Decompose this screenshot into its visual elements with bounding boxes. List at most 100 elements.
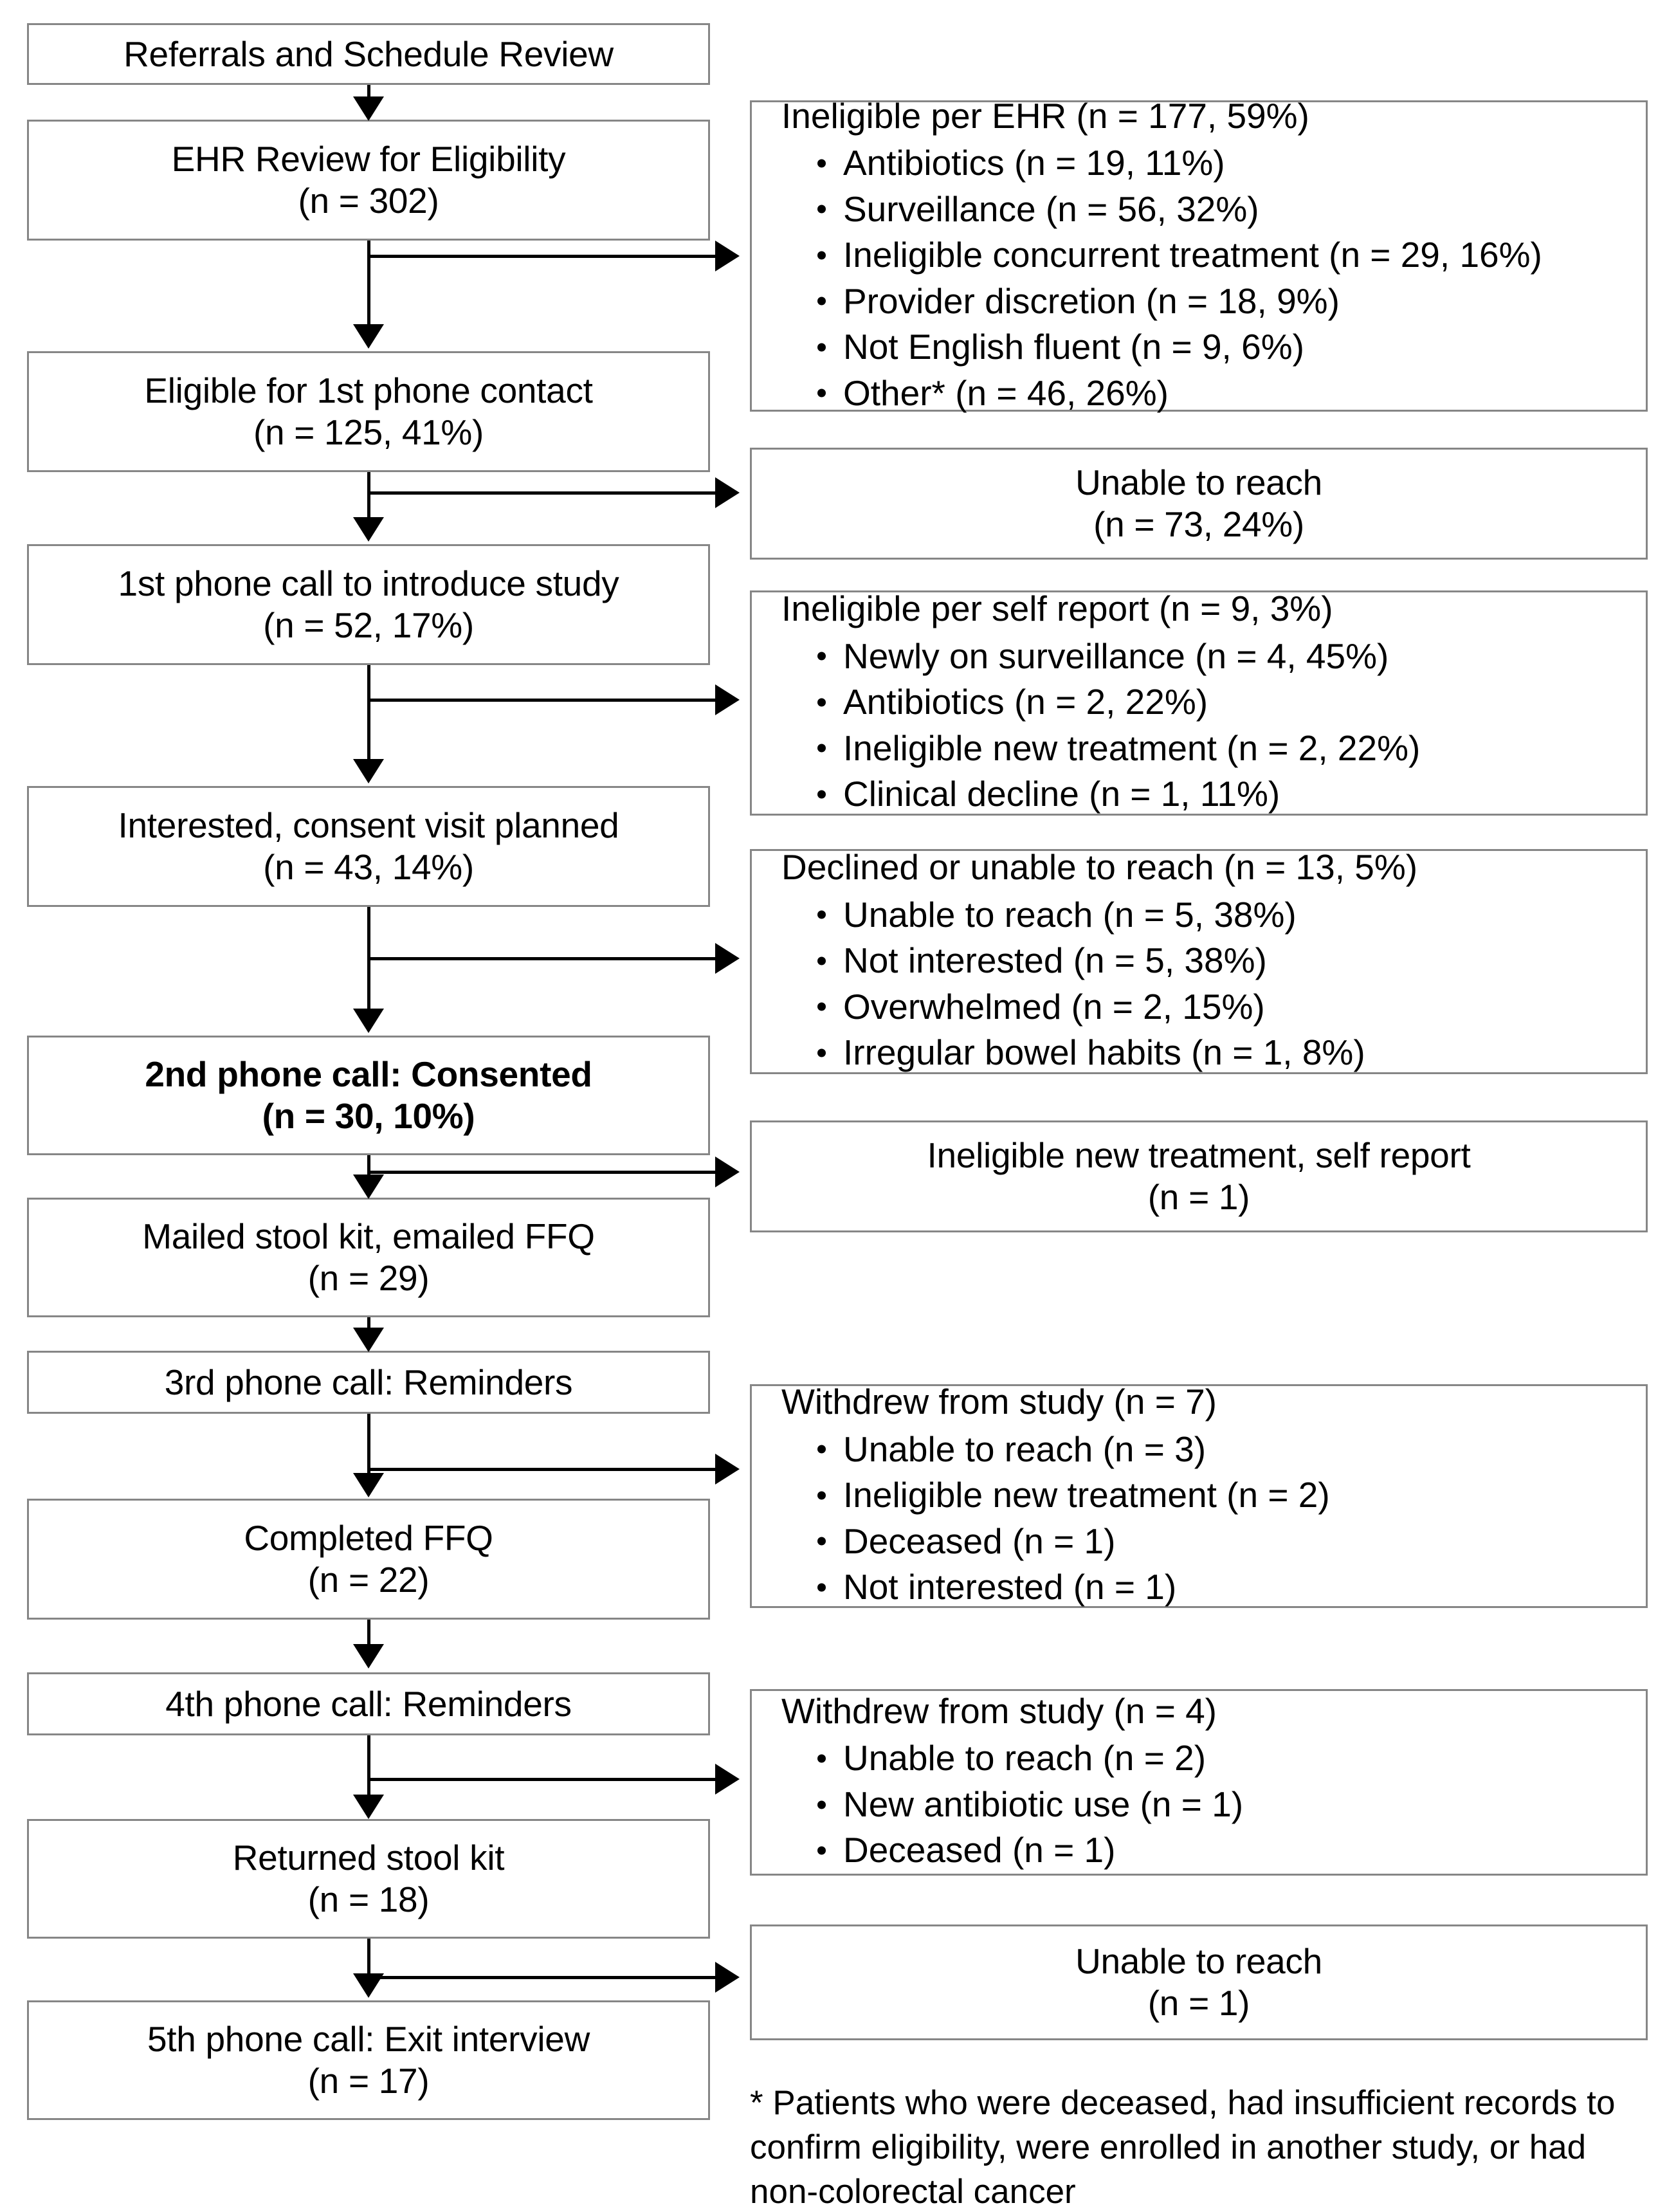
exclusion-line1: Ineligible new treatment, self report	[927, 1135, 1471, 1176]
flow-box-line1: 4th phone call: Reminders	[165, 1683, 572, 1724]
flow-box-line2: (n = 302)	[298, 181, 439, 221]
exclusion-header: Withdrew from study (n = 4)	[781, 1691, 1217, 1732]
arrow-down-icon	[353, 324, 384, 349]
connector-line	[367, 1468, 718, 1471]
flow-box-referrals: Referrals and Schedule Review	[27, 23, 710, 85]
connector-line	[367, 1155, 370, 1180]
connector-line	[367, 1976, 718, 1979]
flow-box-line2: (n = 52, 17%)	[263, 605, 474, 645]
flow-box-line1: Completed FFQ	[244, 1518, 493, 1558]
flow-box-completed-ffq: Completed FFQ (n = 22)	[27, 1499, 710, 1620]
flow-box-line1: 2nd phone call: Consented	[145, 1054, 592, 1095]
exclusion-line1: Unable to reach	[1075, 1941, 1322, 1982]
arrow-right-icon	[715, 1764, 740, 1795]
arrow-down-icon	[353, 1644, 384, 1668]
list-item: Deceased (n = 1)	[815, 1827, 1243, 1874]
arrow-down-icon	[353, 1328, 384, 1352]
exclusion-line2: (n = 1)	[1147, 1983, 1250, 2023]
exclusion-box-withdrew-from-study-7: Withdrew from study (n = 7) Unable to re…	[750, 1382, 1648, 1611]
flow-box-interested-consent-visit: Interested, consent visit planned (n = 4…	[27, 786, 710, 907]
list-item: Irregular bowel habits (n = 1, 8%)	[815, 1030, 1365, 1076]
connector-line	[367, 491, 718, 495]
connector-line	[367, 85, 370, 102]
list-item: Newly on surveillance (n = 4, 45%)	[815, 634, 1420, 680]
list-item: Not interested (n = 1)	[815, 1564, 1330, 1611]
list-item: Not interested (n = 5, 38%)	[815, 938, 1365, 984]
flow-box-phone-call-1: 1st phone call to introduce study (n = 5…	[27, 544, 710, 665]
arrow-right-icon	[715, 684, 740, 715]
connector-line	[367, 1317, 370, 1335]
exclusion-bullet-list: Newly on surveillance (n = 4, 45%) Antib…	[781, 634, 1420, 818]
arrow-right-icon	[715, 1962, 740, 1993]
flow-box-line2: (n = 125, 41%)	[253, 412, 484, 452]
flow-box-line1: EHR Review for Eligibility	[171, 139, 566, 179]
flow-box-line1: Interested, consent visit planned	[118, 805, 619, 846]
arrow-down-icon	[353, 1175, 384, 1199]
flow-box-line2: (n = 18)	[307, 1879, 430, 1919]
connector-line	[367, 907, 370, 1014]
connector-line	[367, 957, 718, 960]
exclusion-header: Ineligible per self report (n = 9, 3%)	[781, 589, 1333, 629]
exclusion-bullet-list: Unable to reach (n = 2) New antibiotic u…	[781, 1735, 1243, 1874]
arrow-down-icon	[353, 1473, 384, 1497]
arrow-right-icon	[715, 1156, 740, 1187]
list-item: Ineligible new treatment (n = 2)	[815, 1472, 1330, 1519]
connector-line	[367, 1778, 718, 1781]
flow-box-line2: (n = 17)	[307, 2061, 430, 2101]
flow-box-mailed-stool-kit: Mailed stool kit, emailed FFQ (n = 29)	[27, 1198, 710, 1317]
list-item: Overwhelmed (n = 2, 15%)	[815, 984, 1365, 1030]
arrow-down-icon	[353, 96, 384, 121]
exclusion-bullet-list: Antibiotics (n = 19, 11%) Surveillance (…	[781, 140, 1542, 416]
exclusion-bullet-list: Unable to reach (n = 3) Ineligible new t…	[781, 1427, 1330, 1611]
flow-box-ehr-review: EHR Review for Eligibility (n = 302)	[27, 120, 710, 241]
list-item: Other* (n = 46, 26%)	[815, 370, 1542, 417]
flow-box-line1: Eligible for 1st phone contact	[144, 370, 593, 411]
connector-line	[367, 1414, 370, 1478]
exclusion-box-unable-to-reach-1: Unable to reach (n = 73, 24%)	[750, 448, 1648, 560]
exclusion-line2: (n = 73, 24%)	[1093, 504, 1304, 544]
flow-box-line2: (n = 29)	[307, 1258, 430, 1298]
exclusion-header: Ineligible per EHR (n = 177, 59%)	[781, 95, 1309, 136]
exclusion-box-declined-or-unable-to-reach: Declined or unable to reach (n = 13, 5%)…	[750, 847, 1648, 1076]
flow-box-line1: 5th phone call: Exit interview	[147, 2019, 590, 2060]
exclusion-line1: Unable to reach	[1075, 462, 1322, 503]
list-item: Provider discretion (n = 18, 9%)	[815, 279, 1542, 325]
connector-line	[367, 1735, 370, 1800]
arrow-right-icon	[715, 477, 740, 508]
list-item: Deceased (n = 1)	[815, 1519, 1330, 1565]
list-item: Unable to reach (n = 2)	[815, 1735, 1243, 1782]
flow-box-phone-call-4: 4th phone call: Reminders	[27, 1672, 710, 1735]
flow-box-line2: (n = 22)	[307, 1560, 430, 1600]
flow-box-line1: 3rd phone call: Reminders	[164, 1362, 573, 1402]
connector-line	[367, 241, 370, 328]
flow-box-phone-call-3: 3rd phone call: Reminders	[27, 1351, 710, 1414]
exclusion-bullet-list: Unable to reach (n = 5, 38%) Not interes…	[781, 892, 1365, 1076]
list-item: Antibiotics (n = 19, 11%)	[815, 140, 1542, 187]
connector-line	[367, 665, 370, 764]
arrow-down-icon	[353, 517, 384, 542]
list-item: Ineligible concurrent treatment (n = 29,…	[815, 232, 1542, 279]
exclusion-box-unable-to-reach-2: Unable to reach (n = 1)	[750, 1924, 1648, 2040]
arrow-right-icon	[715, 1454, 740, 1485]
flow-box-phone-call-5-exit-interview: 5th phone call: Exit interview (n = 17)	[27, 2000, 710, 2120]
exclusion-header: Declined or unable to reach (n = 13, 5%)	[781, 847, 1418, 888]
list-item: Surveillance (n = 56, 32%)	[815, 187, 1542, 233]
connector-line	[367, 1620, 370, 1649]
list-item: Ineligible new treatment (n = 2, 22%)	[815, 726, 1420, 772]
connector-line	[367, 1939, 370, 1979]
footnote-text: * Patients who were deceased, had insuff…	[750, 2084, 1616, 2211]
list-item: Clinical decline (n = 1, 11%)	[815, 771, 1420, 818]
exclusion-box-ineligible-new-treatment-self-report: Ineligible new treatment, self report (n…	[750, 1120, 1648, 1232]
arrow-right-icon	[715, 943, 740, 974]
exclusion-box-ineligible-per-ehr: Ineligible per EHR (n = 177, 59%) Antibi…	[750, 96, 1648, 413]
flow-box-line2: (n = 30, 10%)	[262, 1096, 475, 1136]
flow-box-line1: Mailed stool kit, emailed FFQ	[142, 1216, 595, 1257]
connector-line	[367, 699, 718, 702]
arrow-right-icon	[715, 241, 740, 271]
exclusion-header: Withdrew from study (n = 7)	[781, 1382, 1217, 1422]
exclusion-box-ineligible-per-self-report: Ineligible per self report (n = 9, 3%) N…	[750, 589, 1648, 818]
list-item: Unable to reach (n = 3)	[815, 1427, 1330, 1473]
exclusion-line2: (n = 1)	[1147, 1177, 1250, 1217]
list-item: Unable to reach (n = 5, 38%)	[815, 892, 1365, 938]
